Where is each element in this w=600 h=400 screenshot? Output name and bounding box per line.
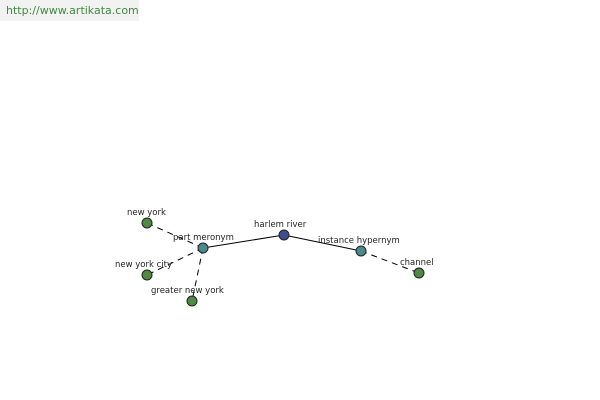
node-instance-hypernym[interactable] <box>355 245 367 257</box>
node-greater-new-york[interactable] <box>186 295 198 307</box>
node-new-york[interactable] <box>141 217 153 229</box>
node-harlem-river[interactable] <box>278 229 290 241</box>
label-part-meronym[interactable]: part meronym <box>173 233 234 243</box>
edge-harlem-river-to-instance-hypernym <box>283 234 362 252</box>
label-harlem-river[interactable]: harlem river <box>254 220 307 230</box>
label-new-york[interactable]: new york <box>127 208 166 218</box>
label-greater-new-york[interactable]: greater new york <box>151 286 224 296</box>
node-channel[interactable] <box>413 267 425 279</box>
node-part-meronym[interactable] <box>197 242 209 254</box>
site-url-bar: http://www.artikata.com <box>0 0 139 21</box>
label-instance-hypernym[interactable]: instance hypernym <box>318 236 400 246</box>
site-url-link[interactable]: http://www.artikata.com <box>6 4 139 17</box>
label-new-york-city[interactable]: new york city <box>115 260 172 270</box>
label-channel[interactable]: channel <box>400 258 434 268</box>
edge-harlem-river-to-part-meronym <box>202 234 285 249</box>
edge-part-meronym-to-greater-new-york <box>191 247 204 302</box>
node-new-york-city[interactable] <box>141 269 153 281</box>
